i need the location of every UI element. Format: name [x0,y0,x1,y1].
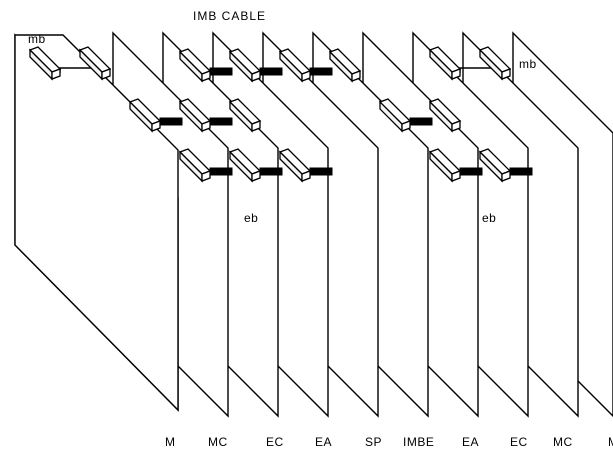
cable-low-1 [209,167,233,176]
cable-top-2 [259,67,283,76]
board-label-5: SP [365,435,382,449]
connector-mb-left-1-end [51,68,61,80]
eb-callout-left: eb [244,211,258,225]
board-label-4: EA [315,435,332,449]
board-label-6: IMBE [403,435,434,449]
connector-low-1 [178,148,212,183]
connector-low-5 [478,148,512,183]
mb-callout-right: mb [519,57,537,71]
board-label-7: EA [462,435,479,449]
connector-mb-left-2-end [101,68,111,80]
connector-top-1 [178,48,212,83]
board-label-1: M [165,435,176,449]
connector-low-2 [228,148,262,183]
connector-top-3 [278,48,312,83]
board-stack [14,31,613,418]
cable-low-5 [509,167,533,176]
cable-mid-3 [409,117,433,126]
cable-low-2 [259,167,283,176]
board-label-9: MC [553,435,573,449]
connector-mb-right-2 [478,46,512,81]
connector-mid-4 [378,98,412,133]
connector-mid-2 [178,98,212,133]
cable-mid-2 [209,117,233,126]
board-label-3: EC [266,435,284,449]
connector-mid-5 [428,98,462,133]
mb-callout-left: mb [28,32,46,46]
connector-top-1-end [201,70,211,82]
cable-top-3 [309,67,333,76]
board-label-8: EC [510,435,528,449]
board-label-2: MC [208,435,228,449]
connector-top-4 [328,48,362,83]
connector-mb-left-2 [78,46,112,81]
connector-low-1-end [201,170,211,182]
connector-top-3-end [301,70,311,82]
connector-top-2-end [251,70,261,82]
diagram-title: IMB CABLE [193,9,266,23]
connector-top-2 [228,48,262,83]
connector-low-5-end [501,170,511,182]
connector-mb-right-2-end [501,68,511,80]
board-label-10: M [608,435,613,449]
connector-mid-2-end [201,120,211,132]
connector-mb-left-1 [28,46,62,81]
cable-layer [59,67,533,176]
connector-mid-1-end [151,120,161,132]
connector-mid-5-end [451,120,461,132]
board-m [14,34,179,412]
cable-low-3 [309,167,333,176]
connector-low-2-end [251,170,261,182]
connector-mb-right-1-end [451,68,461,80]
connector-low-4 [428,148,462,183]
connector-mb-right-1 [428,46,462,81]
cable-low-4 [459,167,483,176]
connector-mid-3-end [251,120,261,132]
connector-layer [28,46,512,183]
connector-low-3 [278,148,312,183]
connector-low-3-end [301,170,311,182]
cable-top-1 [209,67,233,76]
board-labels: M MC EC EA SP IMBE EA EC MC M [165,435,613,449]
connector-mid-3 [228,98,262,133]
connector-top-4-end [351,70,361,82]
cable-mid-1 [159,117,183,126]
connector-low-4-end [451,170,461,182]
connector-mid-1 [128,98,162,133]
connector-mid-4-end [401,120,411,132]
eb-callout-right: eb [482,211,496,225]
